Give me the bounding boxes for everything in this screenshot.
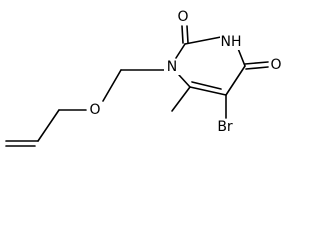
chemical-structure-diagram: O NH O N O Br — [5, 9, 283, 147]
bonds — [5, 25, 269, 147]
bond-c6-methyl — [171, 86, 191, 112]
bond-c2-o-top — [181, 25, 184, 44]
atom-nh: NH — [221, 34, 242, 50]
atom-n1: N — [167, 59, 177, 75]
bond-c6-n1 — [178, 74, 191, 88]
bond-n1-c2 — [175, 43, 186, 59]
bond-c2-o-top-second — [186, 25, 189, 44]
bond-c5-c6-second — [191, 81, 222, 90]
bond-ch2-o-ether — [102, 69, 122, 102]
bond-allyl-ch2-ch — [37, 109, 60, 142]
bond-c5-c6 — [189, 86, 227, 96]
atom-o-top: O — [177, 9, 188, 25]
bond-c4-o-right-second — [245, 66, 269, 70]
bond-c4-c5 — [225, 65, 246, 96]
atom-o-right: O — [270, 57, 281, 73]
bond-c4-o-right — [244, 61, 269, 65]
atom-o-ether: O — [89, 102, 100, 118]
atom-br: Br — [217, 119, 233, 135]
atom-labels: O NH O N O Br — [87, 9, 283, 135]
bond-c2-n3 — [184, 36, 222, 45]
